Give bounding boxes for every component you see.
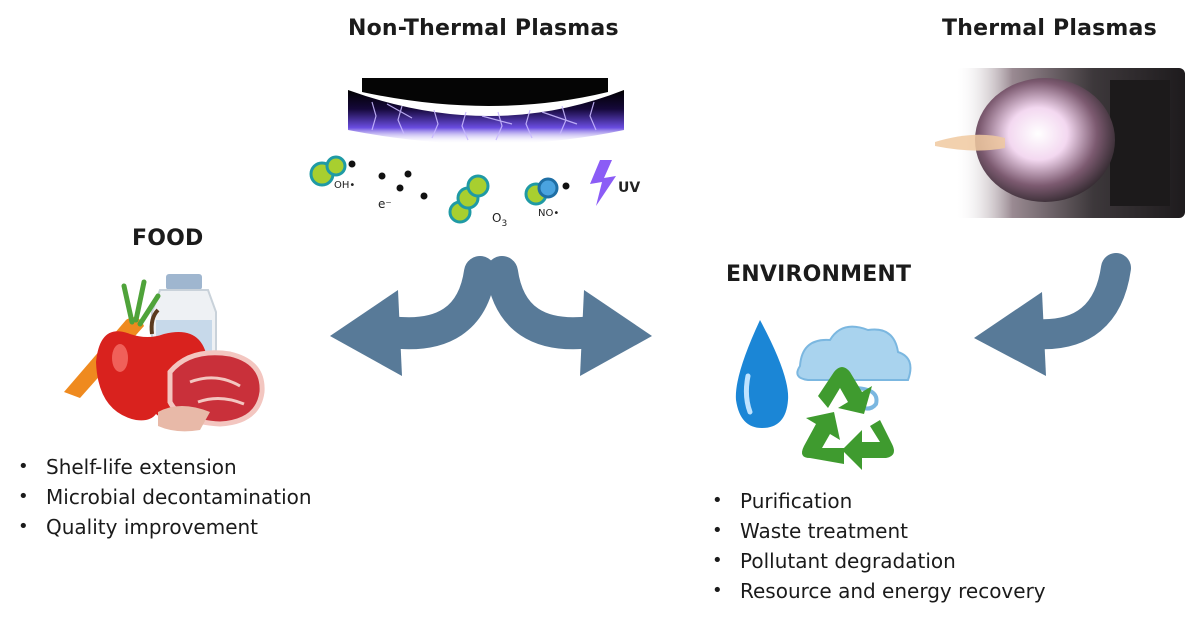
environment-heading: ENVIRONMENT — [726, 262, 912, 287]
thermal-plasma-torch-image — [935, 68, 1185, 218]
food-heading: FOOD — [132, 226, 204, 251]
arrow-to-environment — [486, 256, 652, 376]
non-thermal-plasmas-heading: Non-Thermal Plasmas — [348, 16, 619, 41]
list-item: Microbial decontamination — [12, 482, 312, 512]
thermal-plasmas-heading: Thermal Plasmas — [942, 16, 1157, 41]
oh-radical-molecule: OH• — [309, 155, 356, 191]
ozone-subscript: 3 — [501, 219, 507, 229]
list-item: Shelf-life extension — [12, 452, 312, 482]
plasma-species: OH• e⁻ O3 NO• UV — [309, 155, 640, 229]
no-radical-label: NO• — [538, 208, 559, 219]
ozone-label: O — [492, 211, 501, 225]
meat-icon — [158, 350, 265, 432]
plasma-discharge-image — [348, 78, 624, 144]
no-radical-molecule: NO• — [524, 177, 570, 219]
recycle-icon — [802, 367, 894, 470]
list-item: Waste treatment — [706, 516, 1046, 546]
oh-radical-label: OH• — [334, 180, 355, 191]
electrons: e⁻ — [378, 170, 428, 211]
svg-text:O3: O3 — [492, 211, 507, 229]
arrow-thermal-to-environment — [974, 253, 1131, 376]
list-item: Quality improvement — [12, 512, 312, 542]
ozone-molecule: O3 — [448, 174, 507, 229]
list-item: Purification — [706, 486, 1046, 516]
environment-benefits-list: Purification Waste treatment Pollutant d… — [706, 486, 1046, 606]
list-item: Resource and energy recovery — [706, 576, 1046, 606]
uv-label: UV — [618, 180, 640, 196]
electron-label: e⁻ — [378, 197, 392, 211]
food-benefits-list: Shelf-life extension Microbial decontami… — [12, 452, 312, 542]
environment-illustration — [735, 320, 912, 470]
food-illustration — [64, 274, 265, 432]
arrow-to-food — [330, 256, 496, 376]
list-item: Pollutant degradation — [706, 546, 1046, 576]
water-drop-icon — [735, 320, 789, 428]
uv-lightning-icon: UV — [590, 160, 640, 206]
